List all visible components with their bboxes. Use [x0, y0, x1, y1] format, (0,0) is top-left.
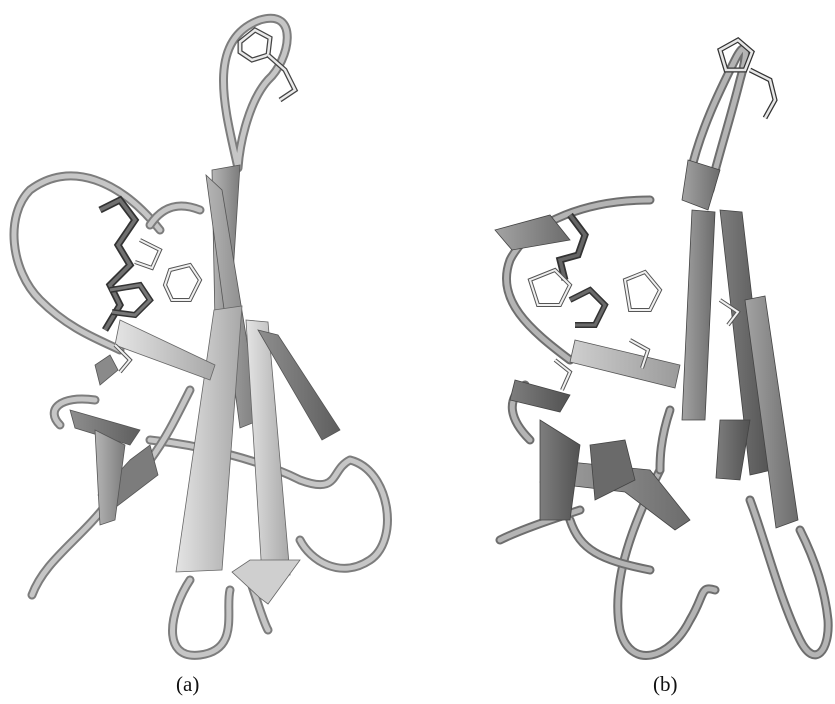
panel-b: (b)	[420, 0, 835, 704]
side-chains-b	[527, 36, 778, 391]
panel-b-label: (b)	[653, 672, 678, 696]
side-chains-a	[98, 27, 299, 374]
panel-a: (a)	[9, 13, 392, 696]
beta-strands-a	[69, 164, 341, 605]
panel-a-label: (a)	[176, 672, 200, 696]
coil-loops-a	[9, 13, 392, 660]
protein-ribbon-b	[494, 36, 833, 660]
protein-ribbon-a	[9, 13, 392, 660]
coil-loops-b	[495, 44, 833, 660]
beta-strands-b	[494, 159, 799, 531]
